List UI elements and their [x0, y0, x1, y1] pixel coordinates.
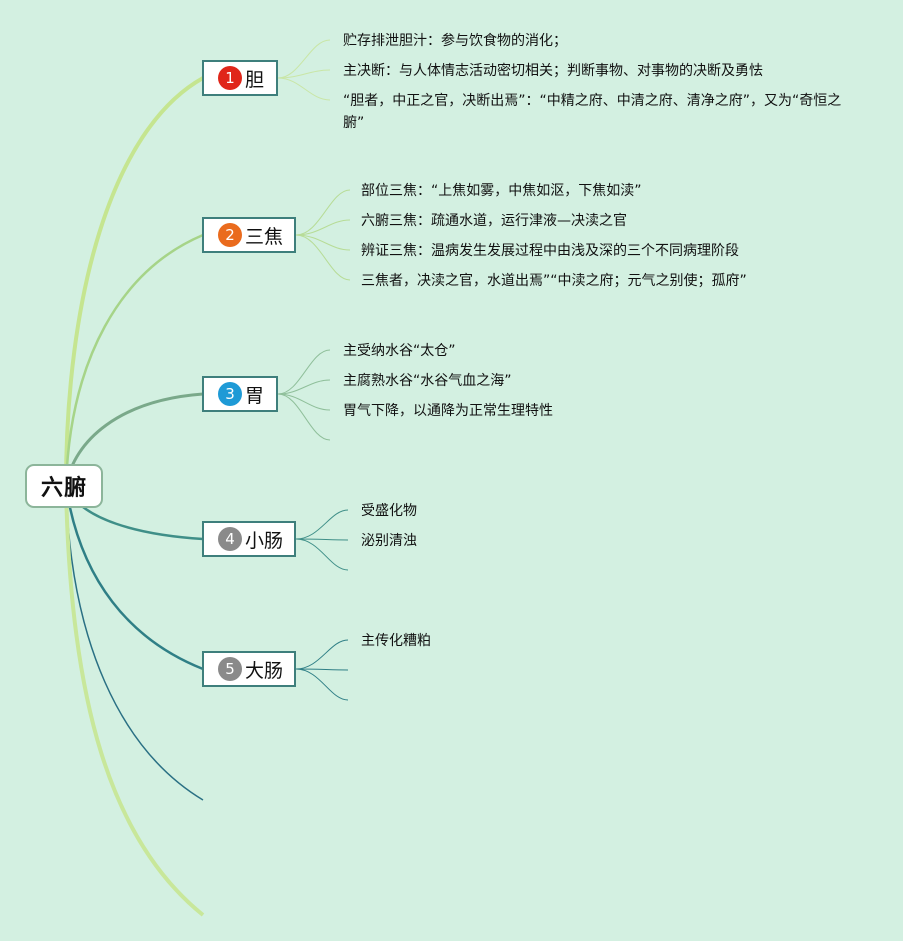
link-root-dachang — [64, 485, 204, 671]
branch-label: 大肠 — [245, 659, 284, 682]
link-root-dan — [64, 76, 204, 487]
branch-node-xiaochang[interactable]: 4 小肠 — [202, 521, 296, 557]
leaf-sanjiao-2[interactable]: 六腑三焦：疏通水道，运行津液—决渎之官 — [361, 213, 627, 229]
leaf-wei-2[interactable]: 主腐熟水谷“水谷气血之海” — [343, 373, 512, 389]
leaf-xiaochang-2[interactable]: 泌别清浊 — [361, 533, 417, 549]
branch-node-dan[interactable]: 1 胆 — [202, 60, 278, 96]
number-badge: 5 — [218, 657, 242, 681]
leaf-xiaochang-1[interactable]: 受盛化物 — [361, 503, 417, 519]
number-badge: 3 — [218, 382, 242, 406]
leaf-dan-3[interactable]: “胆者，中正之官，决断出焉”：“中精之府、中清之府、清净之府”，又为“奇恒之腑” — [343, 93, 842, 131]
leaf-wei-1[interactable]: 主受纳水谷“太仓” — [343, 343, 456, 359]
link-root-sanjiao — [64, 233, 204, 487]
branch-label: 胆 — [245, 68, 265, 91]
leaf-sanjiao-4[interactable]: 三焦者，决渎之官，水道出焉”“中渎之府；元气之别使；孤府” — [361, 273, 747, 289]
root-label: 六腑 — [40, 476, 87, 501]
leaf-dachang-1[interactable]: 主传化糟粕 — [361, 633, 431, 649]
leaf-sanjiao-3[interactable]: 辨证三焦：温病发生发展过程中由浅及深的三个不同病理阶段 — [361, 243, 739, 259]
leaf-dan-1[interactable]: 贮存排泄胆汁：参与饮食物的消化； — [343, 33, 567, 49]
branch-node-sanjiao[interactable]: 2 三焦 — [202, 217, 296, 253]
number-badge: 2 — [218, 223, 242, 247]
branch-label: 小肠 — [245, 529, 284, 552]
root-node[interactable]: 六腑 — [25, 464, 103, 508]
leaf-sanjiao-1[interactable]: 部位三焦：“上焦如雾，中焦如沤，下焦如渎” — [361, 183, 642, 199]
number-badge: 4 — [218, 527, 242, 551]
branch-node-dachang[interactable]: 5 大肠 — [202, 651, 296, 687]
branch-label: 三焦 — [245, 225, 284, 248]
leaf-wei-3[interactable]: 胃气下降，以通降为正常生理特性 — [343, 403, 553, 419]
branch-node-wei[interactable]: 3 胃 — [202, 376, 278, 412]
branch-label: 胃 — [245, 384, 265, 407]
link-root-empty-1 — [65, 485, 204, 801]
leaf-dan-2[interactable]: 主决断：与人体情志活动密切相关；判断事物、对事物的决断及勇怯 — [343, 63, 763, 79]
link-root-empty-2 — [64, 485, 205, 917]
number-badge: 1 — [218, 66, 242, 90]
